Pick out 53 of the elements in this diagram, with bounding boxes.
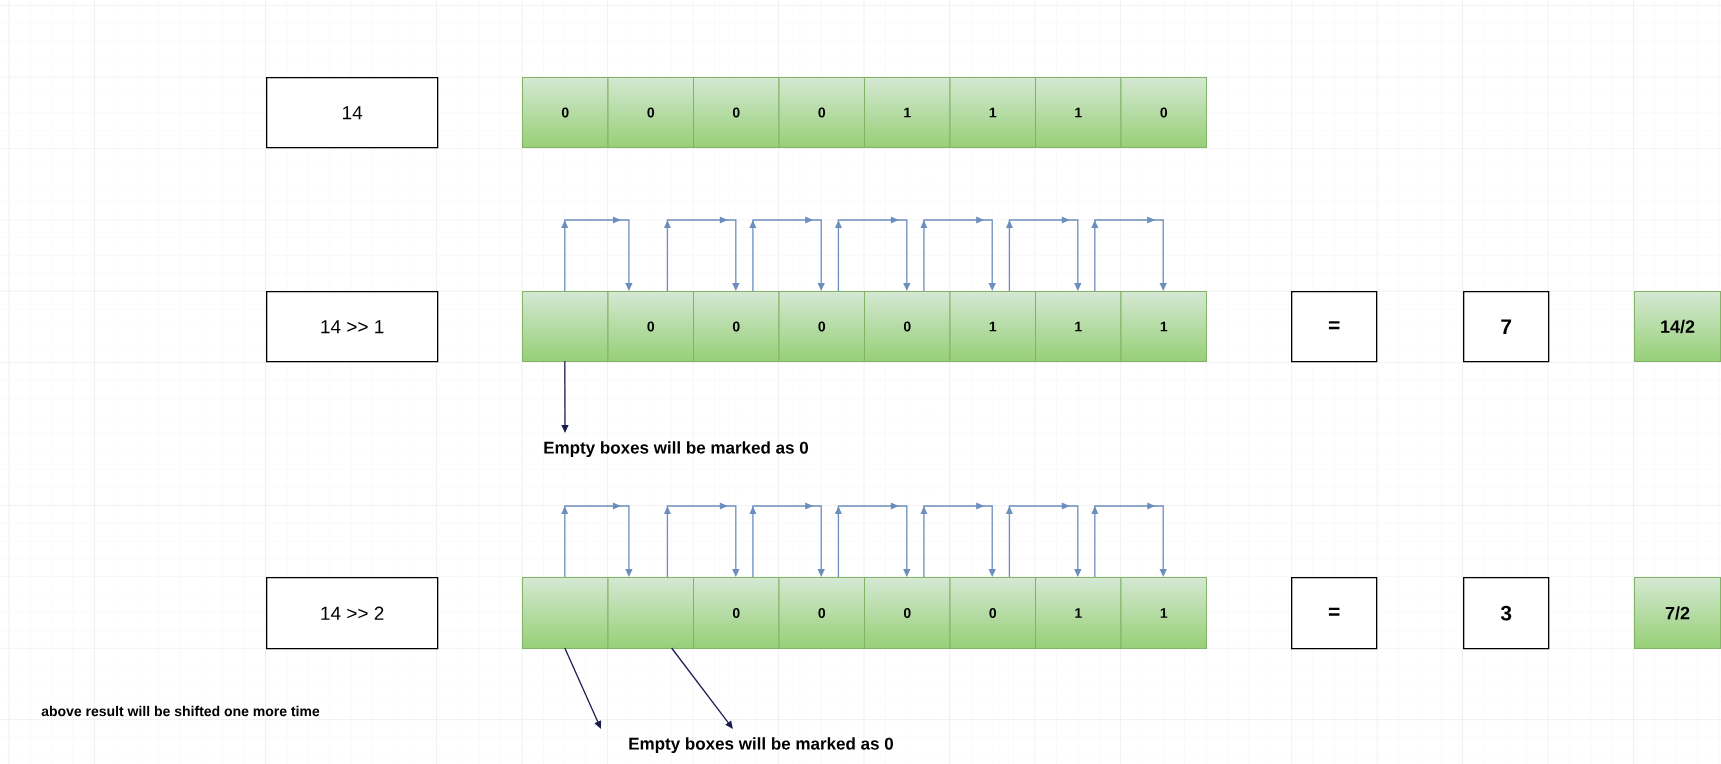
shift-arrow — [561, 216, 633, 292]
shift-arrow — [663, 216, 740, 292]
shift-arrow — [1005, 216, 1082, 292]
note-text: above result will be shifted one more time — [41, 705, 320, 717]
shift-arrow — [749, 216, 825, 292]
bit-cell: 1 — [1035, 577, 1122, 649]
shift-arrow — [834, 502, 911, 578]
leader-arrow — [564, 647, 602, 729]
bit-cell: 0 — [778, 291, 865, 362]
bit-cell: 0 — [778, 577, 865, 649]
note-text: Empty boxes will be marked as 0 — [544, 441, 808, 458]
leader-arrow — [561, 360, 569, 433]
shift-arrow — [920, 216, 996, 292]
leader-arrow — [670, 647, 733, 729]
shift-arrow — [1005, 502, 1082, 578]
bit-cell: 0 — [522, 77, 609, 148]
bit-cell: 0 — [607, 77, 694, 148]
bit-cell: 0 — [693, 577, 780, 649]
shift-arrow — [663, 502, 740, 578]
bit-cell — [522, 577, 609, 649]
shift-arrow — [1091, 216, 1167, 292]
bit-cell: 0 — [693, 291, 780, 362]
bit-cell: 0 — [1120, 77, 1207, 148]
bit-cell: 0 — [864, 577, 951, 649]
bit-cell: 1 — [1035, 291, 1122, 362]
result-box: 3 — [1463, 577, 1550, 650]
shift-arrow — [920, 502, 996, 578]
note-text: Empty boxes will be marked as 0 — [629, 737, 893, 754]
bit-cell: 0 — [607, 291, 694, 362]
expression-box: 14 — [266, 77, 439, 149]
result-box: 7 — [1463, 291, 1550, 363]
bit-cell: 0 — [949, 577, 1036, 649]
shift-arrow — [749, 502, 825, 578]
bit-cell: 1 — [864, 77, 951, 148]
equals-box: = — [1291, 291, 1378, 363]
division-box: 14/2 — [1634, 291, 1721, 362]
bit-cell — [522, 291, 609, 362]
shift-arrow — [834, 216, 911, 292]
bit-cell: 1 — [949, 291, 1036, 362]
equals-box: = — [1291, 577, 1378, 650]
expression-box: 14 >> 2 — [266, 577, 439, 650]
bit-cell: 1 — [1120, 577, 1207, 649]
bit-cell: 0 — [864, 291, 951, 362]
bit-cell — [607, 577, 694, 649]
expression-box: 14 >> 1 — [266, 291, 439, 363]
shift-arrow — [561, 502, 633, 578]
division-box: 7/2 — [1634, 577, 1721, 649]
shift-arrow — [1091, 502, 1167, 578]
bit-cell: 1 — [1035, 77, 1122, 148]
bit-cell: 1 — [1120, 291, 1207, 362]
bit-cell: 1 — [949, 77, 1036, 148]
bit-cell: 0 — [693, 77, 780, 148]
bit-cell: 0 — [778, 77, 865, 148]
